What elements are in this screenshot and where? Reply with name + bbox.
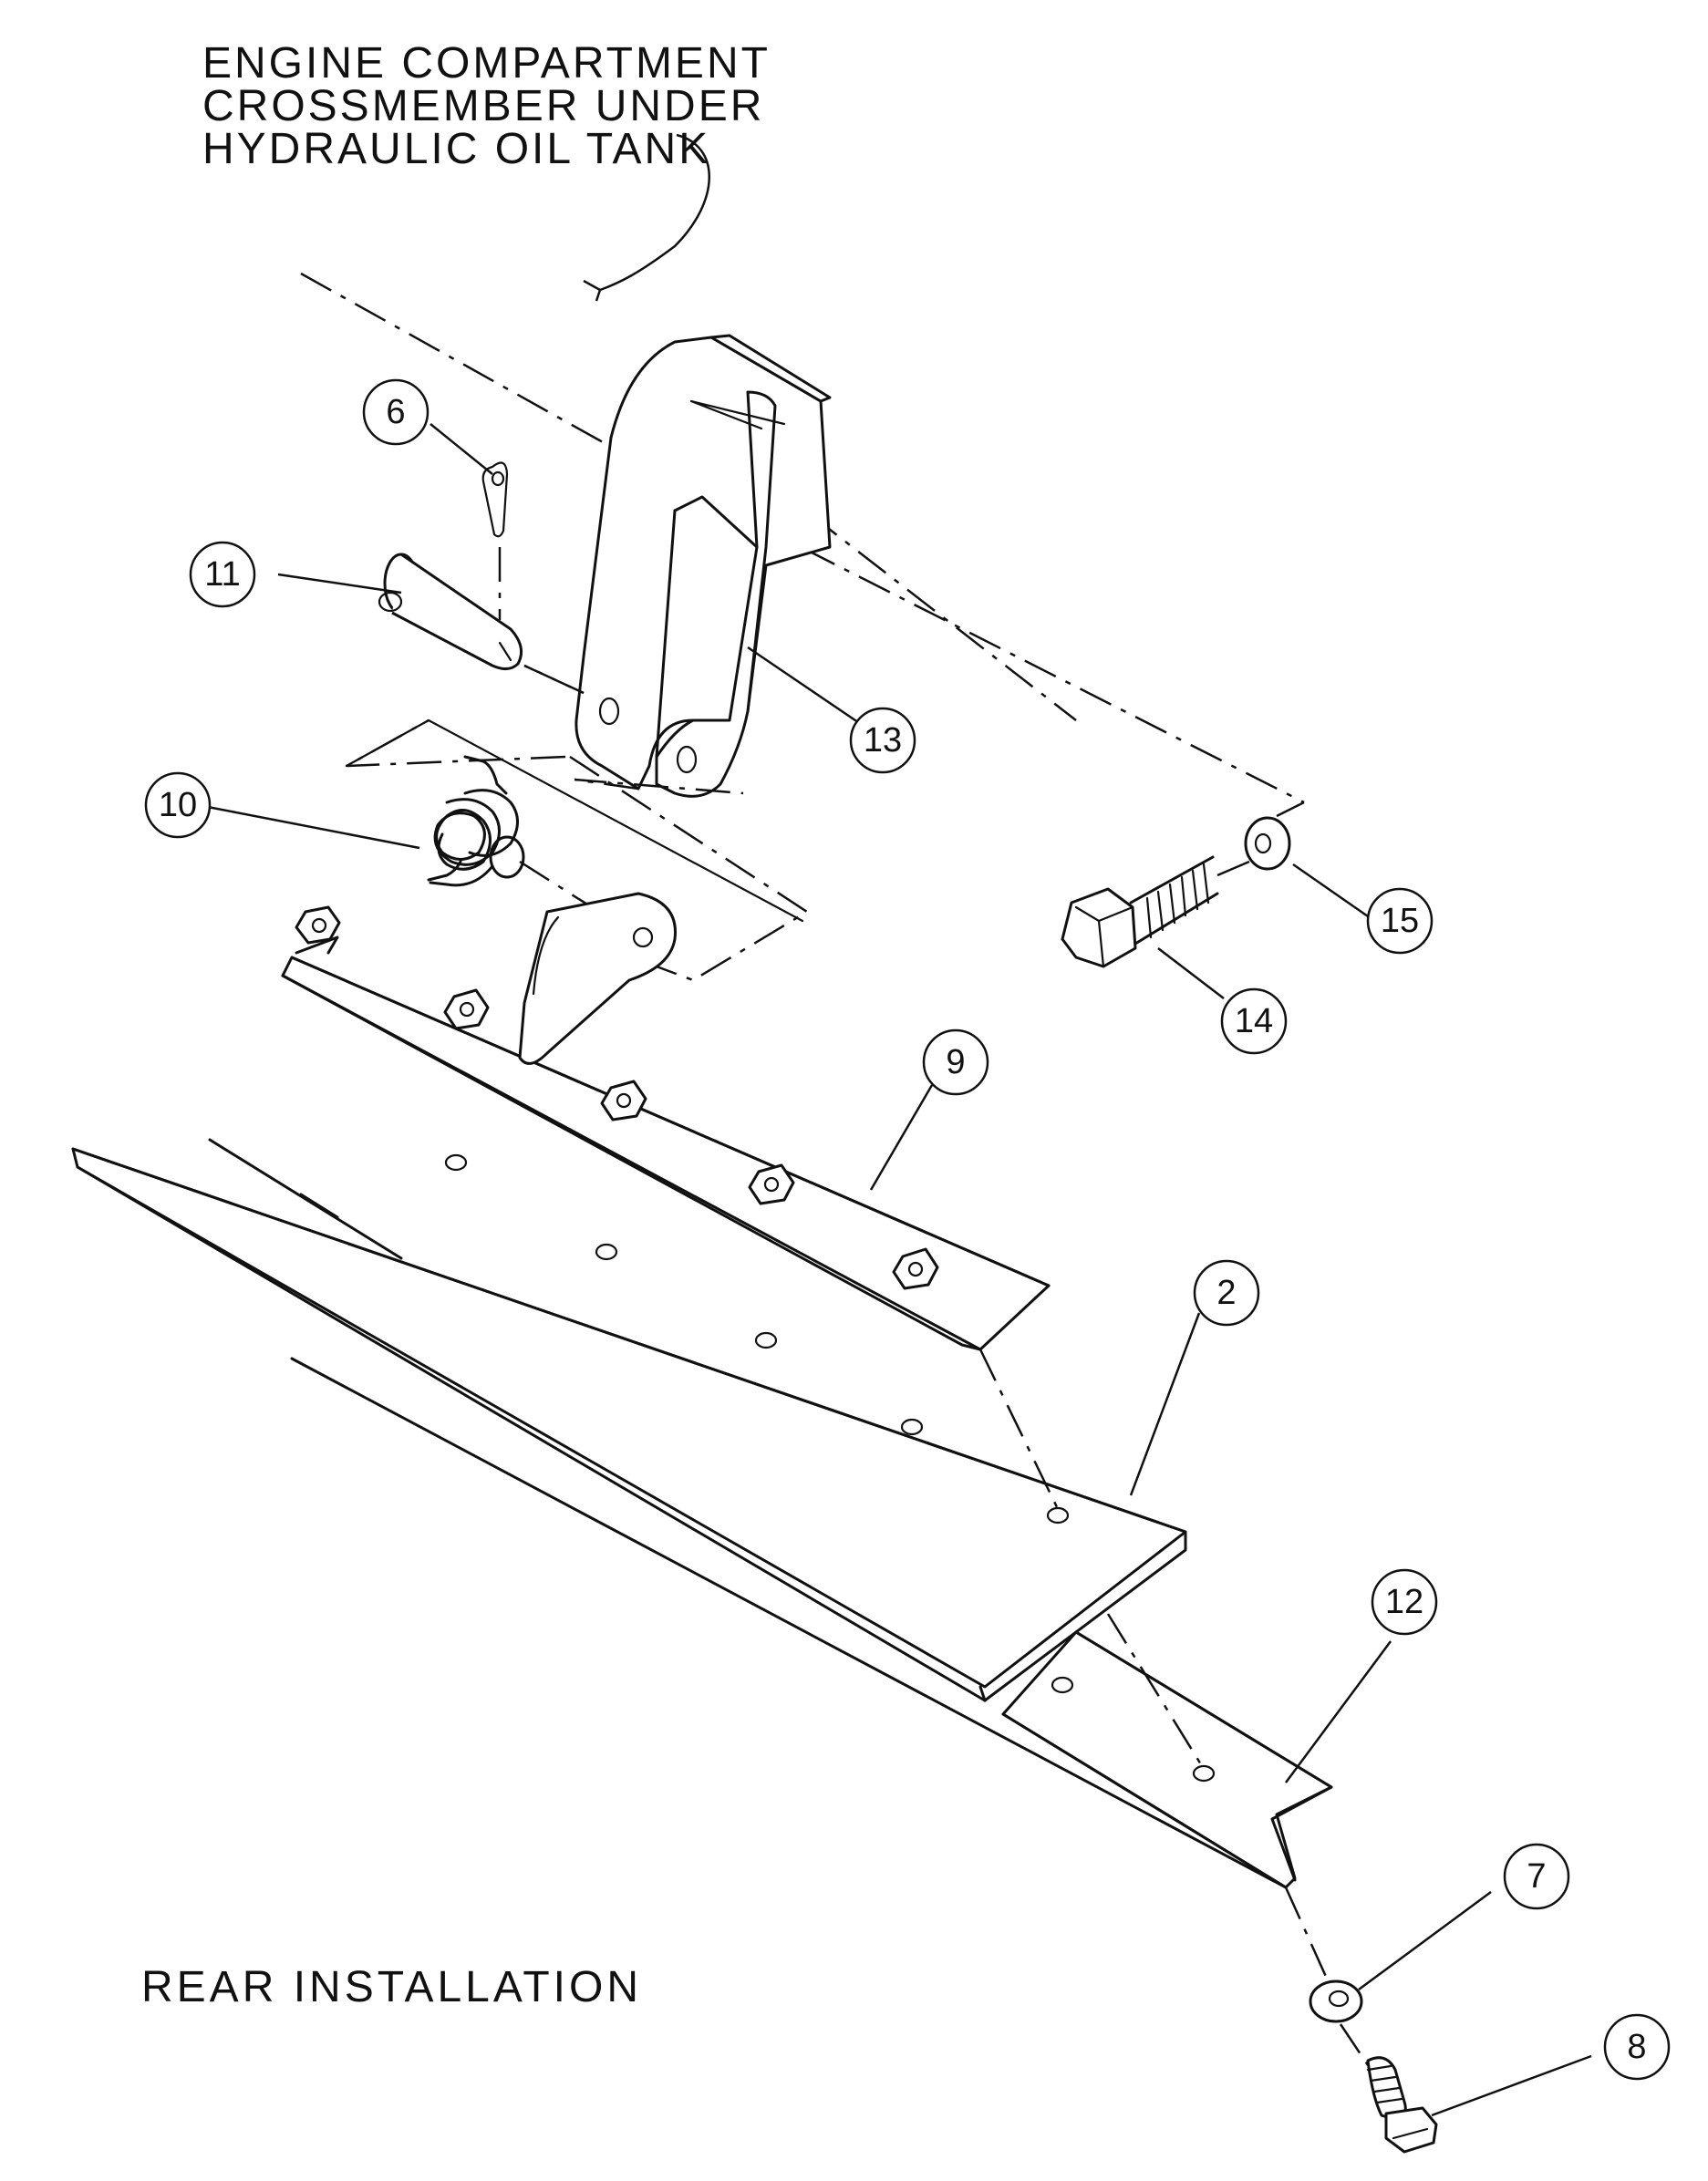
hinge-reference-line-3	[569, 755, 810, 982]
callout-6: 6	[362, 378, 430, 446]
cotter-pin-part-6	[481, 461, 509, 620]
hinge-reference-line-4	[574, 778, 744, 795]
location-note: ENGINE COMPARTMENT CROSSMEMBER UNDER HYD…	[202, 39, 771, 302]
callout-label-9: 9	[946, 1043, 965, 1081]
callout-10: 10	[144, 771, 212, 839]
flap-part-2	[71, 1138, 1187, 1702]
callout-13: 13	[849, 707, 916, 774]
callout-label-13: 13	[864, 721, 902, 760]
callout-9: 9	[922, 1028, 989, 1096]
callout-label-6: 6	[386, 393, 405, 431]
clevis-pin-part-11	[378, 553, 585, 695]
callout-label-8: 8	[1627, 2028, 1646, 2066]
washer-part-7	[1309, 1979, 1370, 2066]
note-line-2: CROSSMEMBER UNDER	[202, 82, 764, 130]
callout-8: 8	[1603, 2013, 1671, 2081]
callout-15: 15	[1366, 887, 1434, 955]
callout-label-12: 12	[1385, 1583, 1423, 1621]
nut-3	[600, 1080, 647, 1122]
callout-2: 2	[1193, 1259, 1260, 1327]
bolt-part-8	[1366, 2056, 1438, 2154]
callout-7: 7	[1503, 1843, 1570, 1910]
nut-2	[443, 988, 490, 1030]
nut-5	[892, 1247, 939, 1290]
washer-part-15	[1244, 816, 1291, 871]
callout-label-7: 7	[1527, 1857, 1546, 1896]
hinge-reference-line-2	[346, 718, 566, 768]
nut-1	[295, 905, 341, 945]
note-line-1: ENGINE COMPARTMENT	[202, 39, 771, 88]
callout-label-2: 2	[1216, 1274, 1236, 1312]
angle-part-12	[290, 1357, 1333, 1979]
callout-label-11: 11	[204, 555, 240, 594]
callout-label-14: 14	[1235, 1002, 1273, 1040]
callout-11: 11	[189, 541, 256, 608]
callout-14: 14	[1220, 987, 1288, 1055]
note-line-3: HYDRAULIC OIL TANK	[202, 125, 710, 173]
callout-label-10: 10	[159, 786, 197, 824]
nut-4	[748, 1163, 795, 1205]
note-arrow	[583, 133, 710, 302]
bolt-part-14	[1061, 855, 1250, 968]
bracket-part-13	[575, 334, 832, 798]
nuts	[295, 905, 939, 1290]
diagram-caption: REAR INSTALLATION	[141, 1963, 642, 2011]
callout-label-15: 15	[1381, 902, 1419, 940]
callout-leaders	[183, 423, 1592, 2117]
callout-12: 12	[1371, 1568, 1438, 1636]
